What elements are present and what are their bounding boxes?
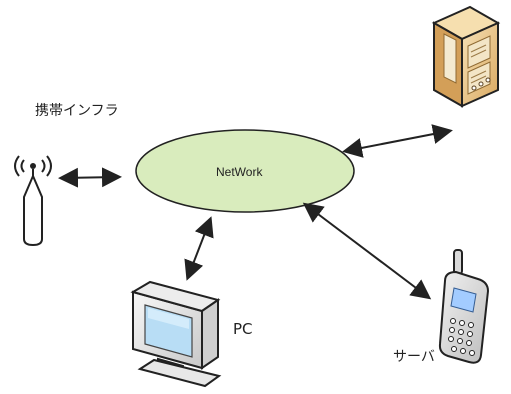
network-cloud [135, 129, 355, 213]
arrow-infra-network [58, 167, 122, 188]
server-label: サーバ [393, 349, 435, 365]
antenna-tower-icon [14, 155, 52, 247]
server-tower-icon [431, 5, 501, 108]
arrow-network-pc [184, 216, 214, 281]
crt-monitor-icon [130, 280, 222, 388]
network-label: NetWork [216, 165, 263, 179]
arrow-network-server [342, 124, 453, 158]
mobile-infra-label: 携帯インフラ [35, 103, 119, 119]
arrow-network-phone [302, 202, 432, 300]
pc-label: PC [233, 320, 253, 338]
mobile-phone-icon [438, 249, 490, 364]
